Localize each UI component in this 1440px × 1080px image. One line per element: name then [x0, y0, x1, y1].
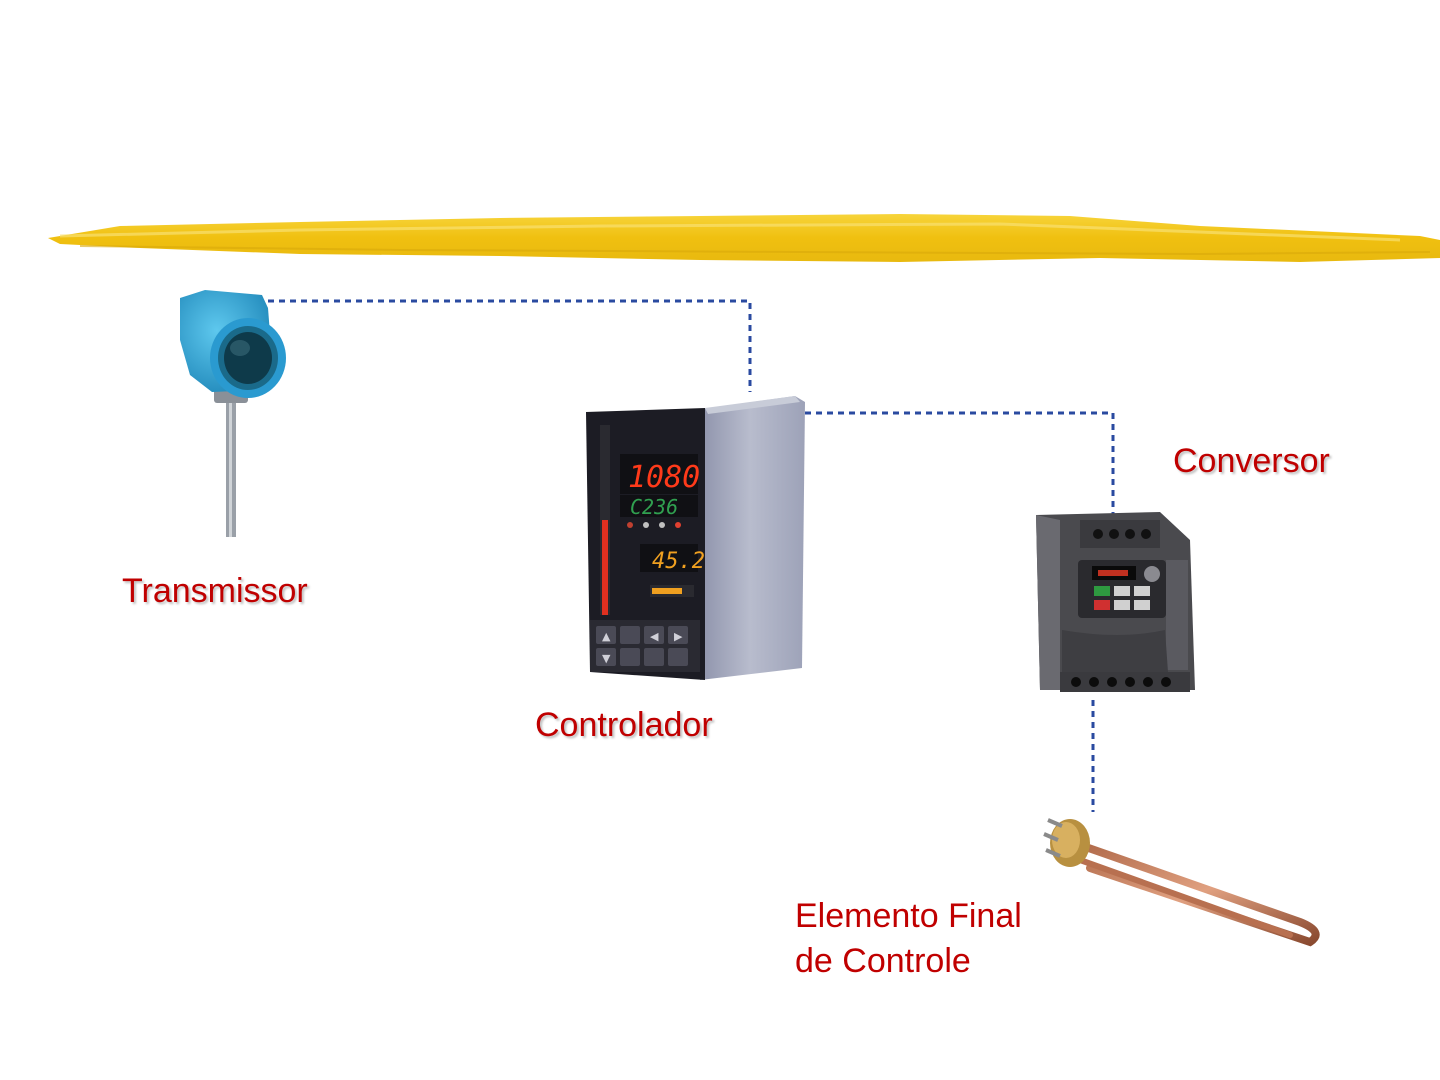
- svg-text:▶: ▶: [674, 630, 683, 643]
- converter-device: [1036, 512, 1195, 692]
- final-element-label-line2: de Controle: [795, 939, 1022, 984]
- controller-pv-display: 1080: [628, 460, 700, 495]
- svg-text:▼: ▼: [602, 652, 611, 665]
- transmitter-label: Transmissor: [122, 572, 308, 611]
- controller-output-display: 45.2: [652, 549, 705, 574]
- svg-text:▲: ▲: [602, 630, 611, 643]
- highlighter-bar: [48, 214, 1440, 262]
- controller-device: ▲ ◀ ▶ ▼: [586, 396, 805, 680]
- converter-label: Conversor: [1173, 442, 1330, 481]
- transmitter-device: [180, 290, 286, 537]
- svg-text:◀: ◀: [650, 630, 659, 643]
- connector-transmitter-controller: [268, 301, 750, 392]
- final-element-label: Elemento Final de Controle: [795, 894, 1022, 984]
- controller-label: Controlador: [535, 706, 713, 745]
- heater-element: [1044, 819, 1316, 942]
- connector-controller-converter: [805, 413, 1113, 520]
- controller-sv-display: C236: [630, 495, 678, 519]
- final-element-label-line1: Elemento Final: [795, 894, 1022, 939]
